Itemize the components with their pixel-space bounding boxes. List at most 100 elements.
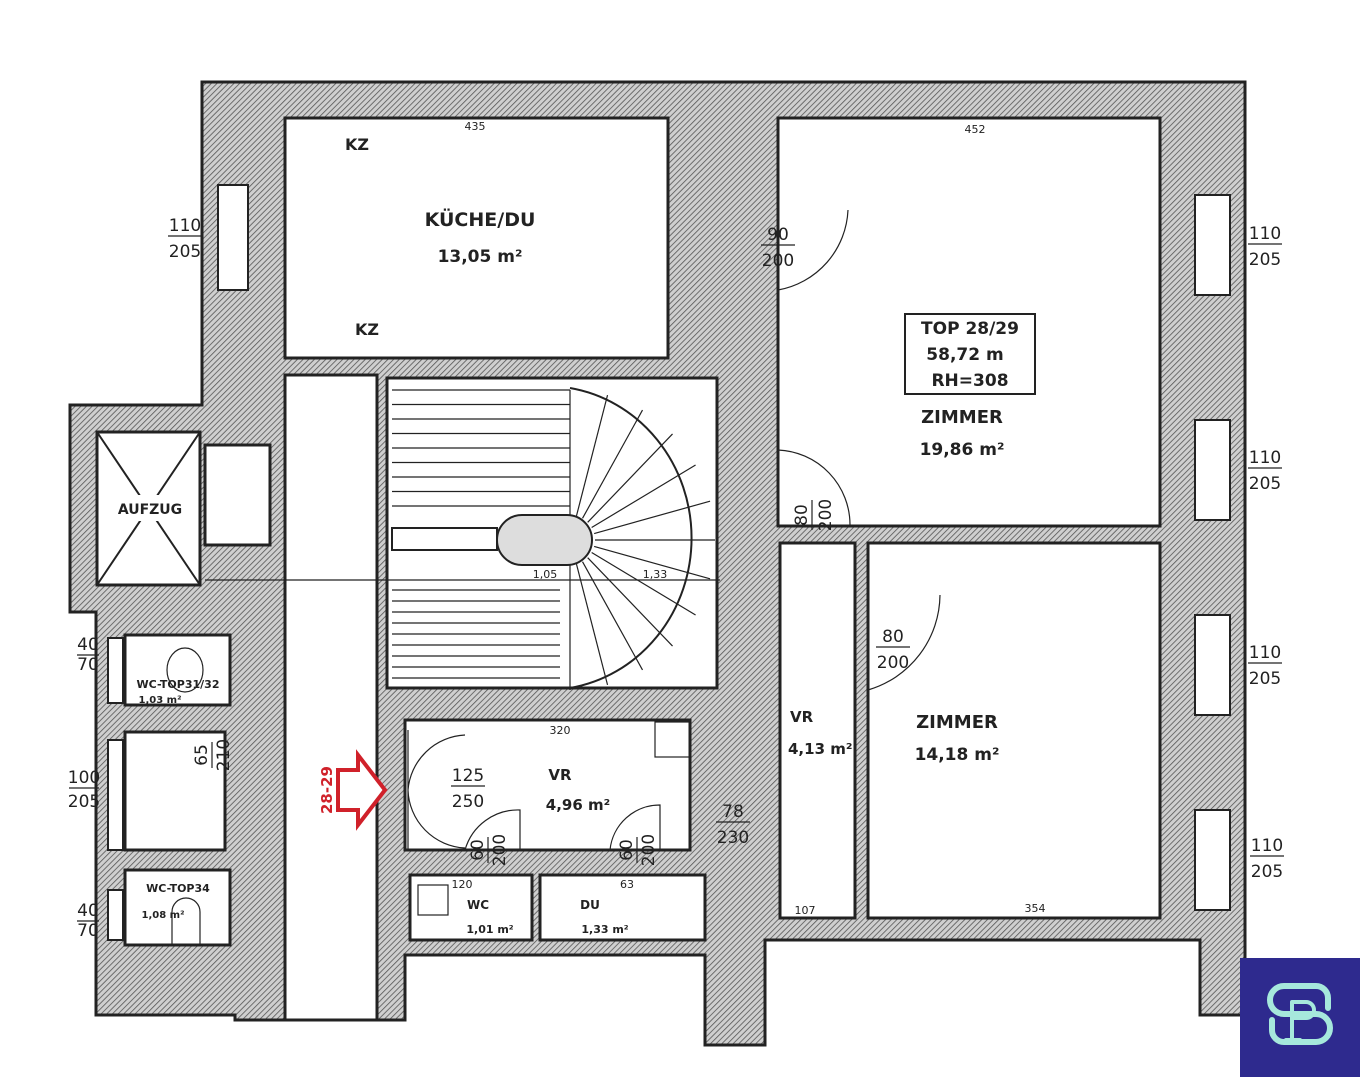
hall-right-name: VR [790,708,814,726]
elevator-lobby [203,443,272,547]
dimension-height: 210 [214,739,234,771]
dimension-height: 250 [452,792,484,812]
stair-dim: 1,33 [643,568,668,581]
windows [107,184,1231,941]
dimension-height: 205 [1251,862,1283,882]
unit-number: TOP 28/29 [921,319,1019,339]
wc-top34-area: 1,08 m² [142,910,185,921]
room-storage [123,730,227,852]
hall-center-area: 4,96 m² [546,796,610,814]
dimension-width: 110 [1251,836,1283,856]
dimension-width: 40 [77,635,99,655]
elevator-name: AUFZUG [118,502,182,518]
door-swings [407,205,941,851]
room-wc-top34 [123,868,232,947]
dimension-height: 205 [1249,474,1281,494]
room-upper-area: 19,86 m² [920,440,1005,460]
wc-width-dim: 120 [452,878,473,891]
dimension-height: 70 [77,921,99,941]
dimension-height: 205 [1249,250,1281,270]
room-shower [538,873,707,942]
room-lower [866,541,1162,920]
kitchen-kz-bottom: KZ [355,320,379,339]
wc-top31-area: 1,03 m² [139,695,182,706]
wc-name: WC [467,898,489,912]
dimension-height: 200 [816,499,836,531]
stair-step [593,545,711,580]
stair-step [587,433,673,523]
dimension-height: 200 [639,834,659,866]
kitchen-name: KÜCHE/DU [425,207,536,231]
room-kitchen [283,116,670,360]
room-upper-name: ZIMMER [921,407,1003,428]
room-lower-width-dim: 354 [1025,902,1046,915]
corridor [283,373,379,1022]
stair-core [496,514,593,566]
stair-step [593,500,711,535]
hall-center-name: VR [548,766,572,784]
dimension-height: 200 [877,653,909,673]
dimension-width: 80 [882,627,904,647]
dimension-width: 90 [767,225,789,245]
dimension-height: 205 [169,242,201,262]
dimension-width: 100 [68,768,100,788]
stair-step [575,563,609,686]
shower-area: 1,33 m² [581,923,628,936]
stair-step [581,409,644,519]
hall-right-width-dim: 107 [795,904,816,917]
wc-top34-name: WC-TOP34 [146,882,210,895]
room-wc-top31 [123,633,232,707]
shower-width-dim: 63 [620,878,634,891]
entrance-arrow-icon [336,749,388,831]
shower-name: DU [580,898,600,912]
dimension-width: 60 [468,839,488,861]
stair-dim: 1,05 [533,568,558,581]
room-upper [776,116,1162,528]
stair-landing [391,527,498,551]
dimension-width: 65 [192,744,212,766]
wc-area: 1,01 m² [466,923,513,936]
hall-right-area: 4,13 m² [788,740,852,758]
dimension-width: 110 [1249,448,1281,468]
dimension-height: 230 [717,828,749,848]
room-hall-center [403,718,692,852]
dimension-width: 60 [617,839,637,861]
stair-step [587,557,673,647]
fixtures [166,647,691,945]
room-height: RH=308 [931,371,1008,391]
top-label-box [904,313,1036,395]
room-lower-name: ZIMMER [916,712,998,733]
room-hall-right [778,541,857,920]
stair-step [575,394,609,517]
dimension-width: 125 [452,766,484,786]
dimension-width: 78 [722,802,744,822]
dimension-width: 80 [792,504,812,526]
stair-step [591,551,696,616]
dimension-height: 70 [77,655,99,675]
dimension-height: 200 [490,834,510,866]
dimension-height: 200 [762,251,794,271]
kitchen-area: 13,05 m² [438,247,523,267]
company-logo [1240,958,1360,1077]
elevator-label-bg [112,495,187,521]
dimension-height: 205 [1249,669,1281,689]
stair-step [591,464,696,529]
hall-center-width-dim: 320 [550,724,571,737]
kitchen-width-dim: 435 [465,120,486,133]
kitchen-kz-top: KZ [345,135,369,154]
